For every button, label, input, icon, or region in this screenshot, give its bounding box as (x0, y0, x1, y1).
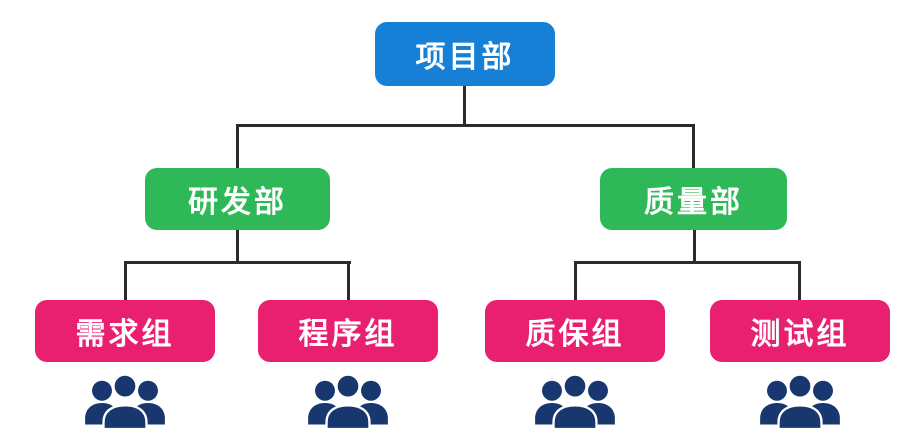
people-icon (529, 372, 621, 434)
connector-line (693, 230, 696, 263)
connector-line (236, 126, 239, 170)
people-icon (302, 372, 394, 434)
people-icon (79, 372, 171, 434)
org-node-testing-group: 测试组 (710, 300, 890, 362)
connector-line (574, 261, 801, 264)
org-node-program-group: 程序组 (258, 300, 438, 362)
org-node-qa-group: 质保组 (485, 300, 665, 362)
connector-line (124, 263, 127, 301)
connector-line (692, 126, 695, 170)
connector-line (347, 263, 350, 301)
org-node-rnd-department: 研发部 (145, 168, 330, 230)
people-icon (754, 372, 846, 434)
connector-line (574, 263, 577, 301)
org-node-project-department: 项目部 (375, 22, 555, 86)
org-node-requirements-group: 需求组 (35, 300, 215, 362)
connector-line (236, 124, 695, 127)
connector-line (798, 263, 801, 301)
org-node-quality-department: 质量部 (600, 168, 787, 230)
connector-line (463, 86, 466, 126)
connector-line (236, 230, 239, 263)
connector-line (124, 261, 351, 264)
